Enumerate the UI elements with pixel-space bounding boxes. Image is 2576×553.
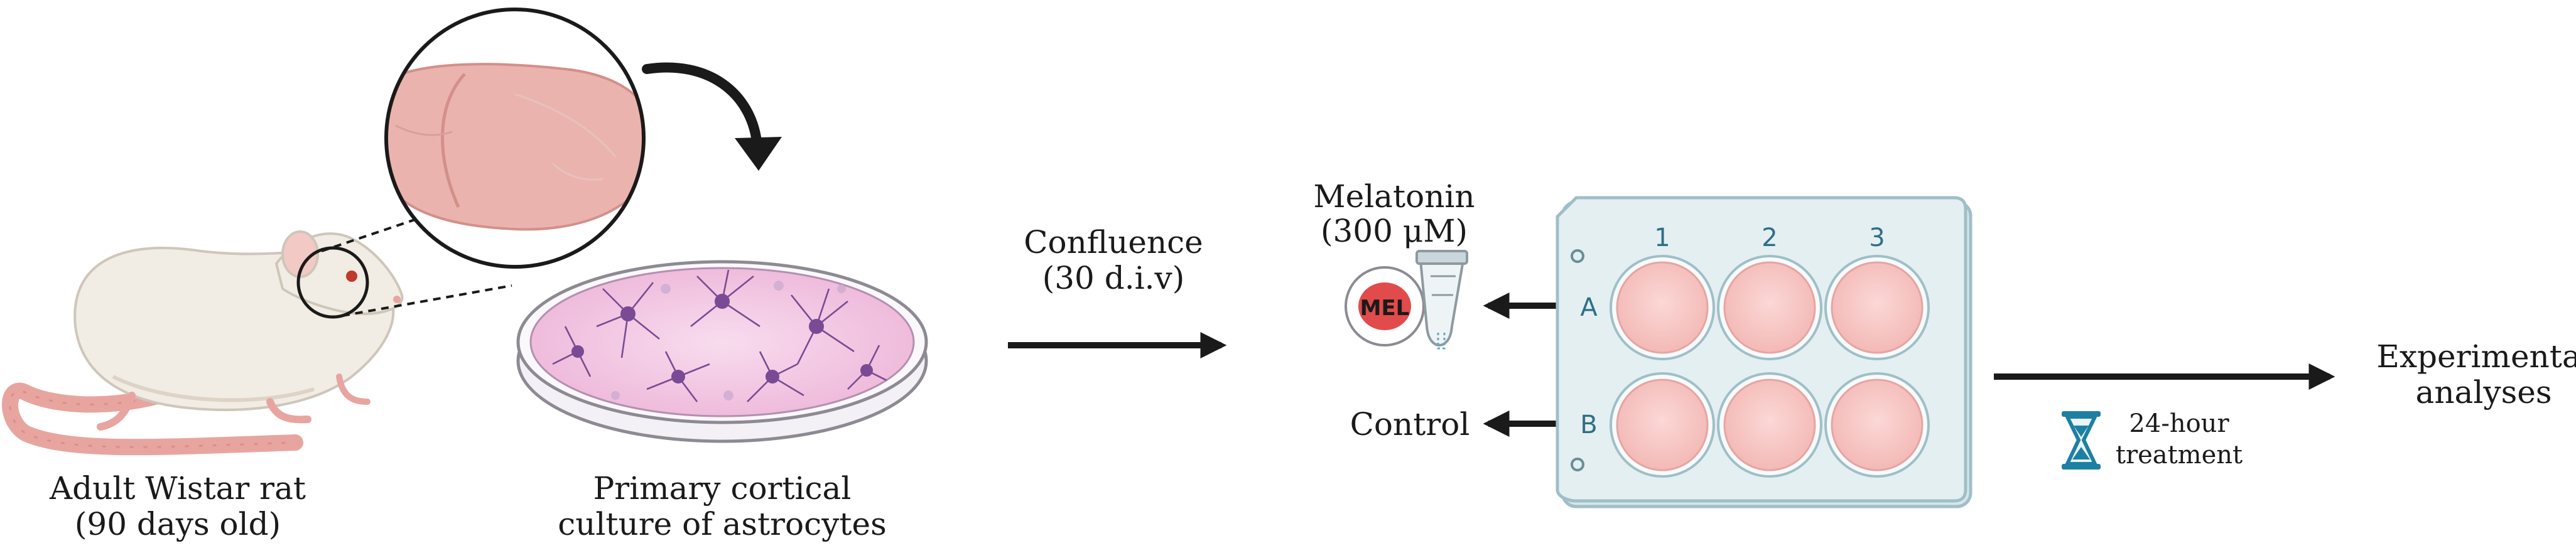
- plate-column-2: 2: [1762, 223, 1777, 252]
- well-B1: [1616, 379, 1709, 471]
- culture-label-line1: Primary cortical: [593, 470, 852, 507]
- rat-icon: [2, 230, 404, 456]
- well-plate-icon: [1556, 196, 1973, 508]
- well-B3: [1831, 379, 1924, 471]
- plate-row-a: A: [1580, 293, 1598, 322]
- well-A3: [1831, 261, 1924, 354]
- petri-dish-icon: [516, 260, 928, 443]
- melatonin-label-line2: (300 μM): [1321, 213, 1468, 249]
- well-A2: [1723, 261, 1816, 354]
- analyses-label-line2: analyses: [2416, 374, 2552, 411]
- well-B2: [1723, 379, 1816, 471]
- curved-arrow: [642, 62, 782, 171]
- syringe-icon: [1415, 250, 1468, 350]
- analyses-label-line1: Experimental: [2376, 338, 2576, 375]
- treatment-label-line2: treatment: [2116, 441, 2243, 470]
- hourglass-icon: [2062, 411, 2101, 470]
- mel-badge-label: MEL: [1360, 296, 1410, 321]
- plate-row-b: B: [1580, 411, 1597, 439]
- confluence-label-line2: (30 d.i.v): [1042, 260, 1185, 296]
- plate-column-3: 3: [1869, 223, 1885, 252]
- melatonin-label-line1: Melatonin: [1313, 178, 1475, 215]
- brain-icon: [384, 8, 646, 269]
- rat-label-line2: (90 days old): [75, 506, 281, 542]
- control-label: Control: [1350, 406, 1470, 443]
- rat-label-line1: Adult Wistar rat: [49, 470, 306, 507]
- well-A1: [1616, 261, 1709, 354]
- confluence-label-line1: Confluence: [1024, 224, 1203, 260]
- culture-label-line2: culture of astrocytes: [558, 506, 887, 542]
- plate-column-1: 1: [1654, 223, 1670, 252]
- treatment-label-line1: 24-hour: [2129, 409, 2229, 438]
